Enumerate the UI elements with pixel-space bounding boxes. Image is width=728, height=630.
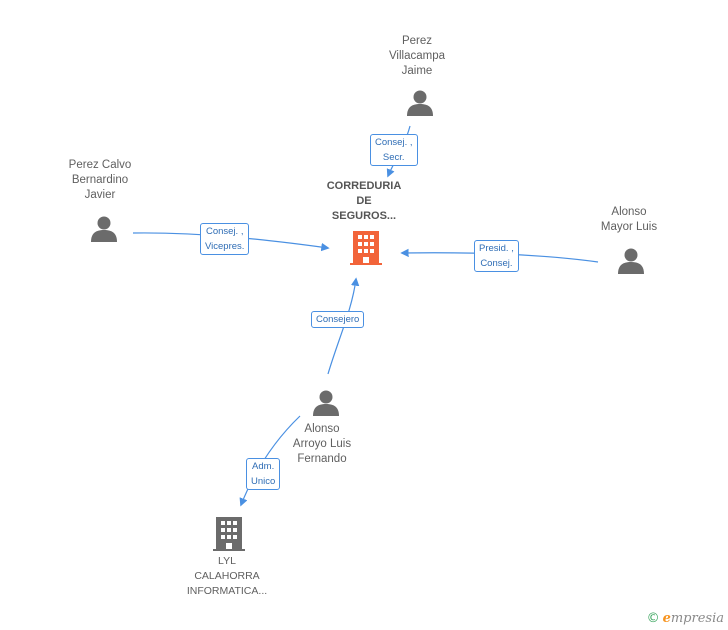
brand-initial: e (662, 611, 671, 626)
role-label-perez-calvo: Consej. , Vicepres. (200, 223, 250, 255)
company-label-line: CALAHORRA (194, 570, 260, 582)
center-label-line: DE (356, 195, 372, 207)
person-label-line: Alonso (611, 206, 647, 218)
company-label-lyl-calahorra[interactable]: LYL CALAHORRA INFORMATICA... (177, 554, 277, 599)
person-label-line: Bernardino (71, 174, 129, 186)
person-label-line: Jaime (401, 65, 433, 77)
center-label-line: SEGUROS... (331, 210, 397, 222)
role-label-line: Presid. , (479, 243, 514, 254)
building-icon (213, 517, 245, 551)
person-label-line: Villacampa (388, 50, 446, 62)
person-label-line: Arroyo Luis (292, 438, 352, 450)
brand-name: mpresia (670, 611, 724, 626)
role-label-line: Consej. , (375, 137, 413, 148)
role-label-line: Consej. (480, 258, 513, 269)
role-label-alonso-arroyo-company: Adm. Unico (246, 458, 281, 490)
person-label-perez-villacampa[interactable]: Perez Villacampa Jaime (372, 34, 462, 79)
edge-alonso-arroyo-company (239, 415, 301, 507)
role-label-alonso-mayor: Presid. , Consej. (474, 240, 519, 272)
person-label-line: Alonso (304, 423, 340, 435)
person-label-line: Mayor Luis (600, 221, 658, 233)
person-icon (313, 390, 339, 416)
person-label-line: Javier (84, 189, 116, 201)
person-label-line: Fernando (297, 453, 347, 465)
role-label-line: Secr. (382, 152, 405, 163)
building-icon (350, 231, 382, 265)
person-label-line: Perez Calvo (68, 159, 132, 171)
person-label-alonso-mayor[interactable]: Alonso Mayor Luis (584, 205, 674, 235)
person-label-perez-calvo[interactable]: Perez Calvo Bernardino Javier (55, 158, 145, 203)
person-label-alonso-arroyo[interactable]: Alonso Arroyo Luis Fernando (277, 422, 367, 467)
brand-watermark: ©empresia (647, 611, 724, 626)
copyright-icon: © (646, 611, 660, 626)
person-label-line: Perez (401, 35, 433, 47)
company-label-line: LYL (218, 555, 236, 567)
company-label-line: INFORMATICA... (186, 585, 268, 597)
center-label-line: CORREDURIA (326, 180, 402, 192)
center-company-label[interactable]: CORREDURIA DE SEGUROS... (318, 179, 410, 224)
person-icon (407, 90, 433, 116)
person-icon (618, 248, 644, 274)
role-label-line: Adm. (252, 461, 275, 472)
person-icon (91, 216, 117, 242)
role-label-line: Vicepres. (205, 241, 245, 252)
role-label-line: Unico (251, 476, 276, 487)
role-label-perez-villacampa: Consej. , Secr. (370, 134, 418, 166)
role-label-alonso-arroyo-center: Consejero (311, 311, 365, 328)
role-label-line: Consej. , (205, 226, 244, 237)
role-label-line: Consejero (316, 314, 360, 325)
